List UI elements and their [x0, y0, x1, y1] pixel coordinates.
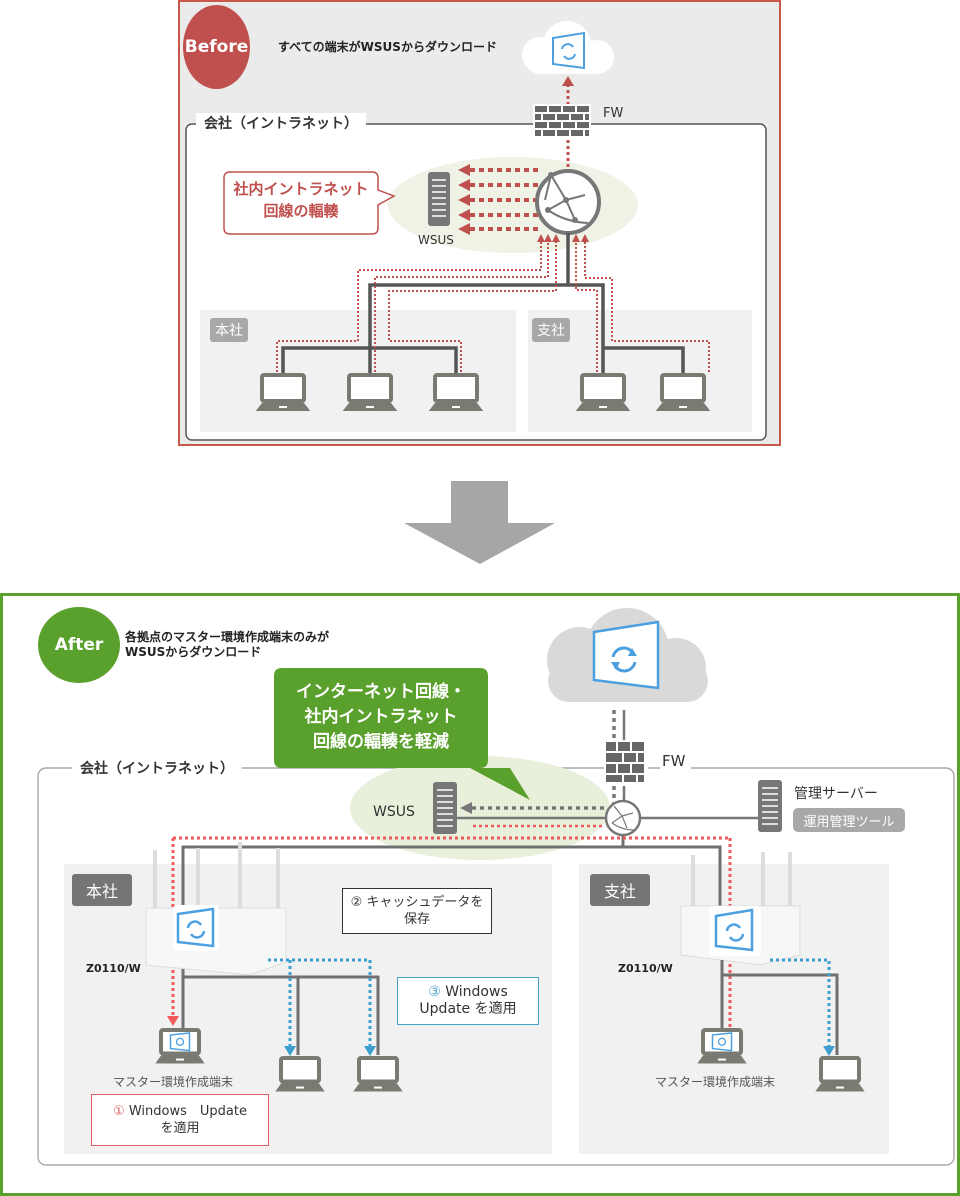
step-3-number: ③	[428, 984, 441, 1000]
before-hq-laptop-icon	[342, 373, 398, 412]
step-1-line-1: Windows Update	[128, 1104, 247, 1119]
step-3-note: ③ Windows Update を適用	[397, 977, 539, 1025]
step-1-note: ① Windows Update を適用	[91, 1094, 269, 1146]
before-callout-line-1: 社内イントラネット	[233, 180, 369, 198]
wsus-server-icon	[433, 782, 457, 834]
hq-laptop-icon	[353, 1056, 403, 1092]
after-wsus-label: WSUS	[373, 804, 415, 820]
after-fw-label: FW	[660, 752, 692, 770]
before-fw-label: FW	[603, 106, 624, 121]
before-download-flows	[470, 168, 540, 231]
left-arrow-icon	[458, 164, 470, 235]
after-site-tag-hq: 本社	[72, 874, 132, 906]
step-1-line-2: を適用	[160, 1121, 200, 1136]
windows-update-icon	[169, 1032, 191, 1052]
windows-update-icon	[592, 620, 660, 690]
windows-update-icon	[552, 31, 585, 70]
wsus-server-icon	[428, 172, 450, 226]
hq-master-terminal-label: マスター環境作成端末	[113, 1075, 234, 1089]
after-callout-text: インターネット回線・ 社内イントラネット 回線の輻輳を軽減	[276, 680, 486, 755]
before-site-tag-branch: 支社	[532, 318, 570, 342]
firewall-icon	[533, 104, 591, 138]
step-2-note: ② キャッシュデータを 保存	[342, 888, 492, 934]
mgmt-server-label: 管理サーバー	[794, 786, 878, 802]
firewall-icon	[604, 740, 648, 784]
windows-update-icon	[711, 1032, 733, 1052]
before-terminal-flows	[276, 240, 710, 372]
step-3-line-2: Update を適用	[419, 1001, 517, 1017]
branch-device-antennas	[691, 852, 792, 910]
before-group-title: 会社（イントラネット）	[196, 113, 366, 133]
mgmt-tool-tag: 運用管理ツール	[793, 808, 905, 832]
branch-device-label: Z0110/W	[618, 962, 673, 975]
mgmt-server-icon	[758, 780, 782, 832]
after-caption: 各拠点のマスター環境作成端末のみが WSUSからダウンロード	[125, 630, 329, 660]
after-callout-line-3: 回線の輻輳を軽減	[313, 732, 449, 752]
hq-device-label: Z0110/W	[86, 962, 141, 975]
before-caption: すべての端末がWSUSからダウンロード	[278, 40, 497, 54]
step-2-line-2: 保存	[403, 912, 430, 927]
before-hq-laptop-icon	[255, 373, 311, 412]
left-arrow-icon	[460, 802, 472, 814]
before-badge-label: Before	[184, 37, 249, 57]
step-1-number: ①	[113, 1104, 125, 1119]
after-site-tag-branch: 支社	[590, 874, 650, 906]
hq-device-antennas	[153, 842, 280, 910]
hq-laptop-icon	[275, 1056, 325, 1092]
after-callout-bubble	[274, 668, 530, 800]
before-wsus-label: WSUS	[418, 233, 454, 247]
step-2-line-1: キャッシュデータを	[366, 895, 484, 910]
before-callout-text: 社内イントラネット 回線の輻輳	[226, 178, 376, 222]
before-badge: Before	[183, 5, 250, 89]
after-caption-line-2: WSUSからダウンロード	[125, 645, 262, 659]
before-hq-laptop-icon	[428, 373, 484, 412]
after-caption-line-1: 各拠点のマスター環境作成端末のみが	[125, 630, 330, 644]
branch-z0110-device	[680, 905, 801, 966]
branch-master-laptop-icon	[697, 1028, 747, 1064]
step-3-line-1: Windows	[445, 984, 508, 1000]
hq-z0110-device	[145, 905, 287, 976]
after-laptops	[155, 1028, 865, 1092]
before-callout-line-2: 回線の輻輳	[263, 202, 339, 220]
after-badge-label: After	[54, 635, 104, 655]
router-icon	[604, 799, 642, 837]
hq-master-laptop-icon	[155, 1028, 205, 1064]
before-site-tag-hq: 本社	[210, 318, 248, 342]
up-arrow-icon	[562, 76, 574, 86]
after-group-title: 会社（イントラネット）	[72, 758, 242, 778]
step-2-number: ②	[350, 895, 363, 910]
before-laptops	[255, 373, 711, 412]
before-network-lines	[281, 233, 685, 375]
branch-laptop-icon	[815, 1056, 865, 1092]
before-site-hq-area	[200, 310, 516, 432]
after-callout-line-1: インターネット回線・	[296, 682, 466, 702]
before-branch-laptop-icon	[575, 373, 631, 412]
before-callout-bubble	[223, 171, 396, 235]
before-branch-laptop-icon	[655, 373, 711, 412]
after-callout-line-2: 社内イントラネット	[304, 707, 458, 727]
branch-master-terminal-label: マスター環境作成端末	[655, 1075, 776, 1089]
after-badge: After	[38, 607, 120, 683]
